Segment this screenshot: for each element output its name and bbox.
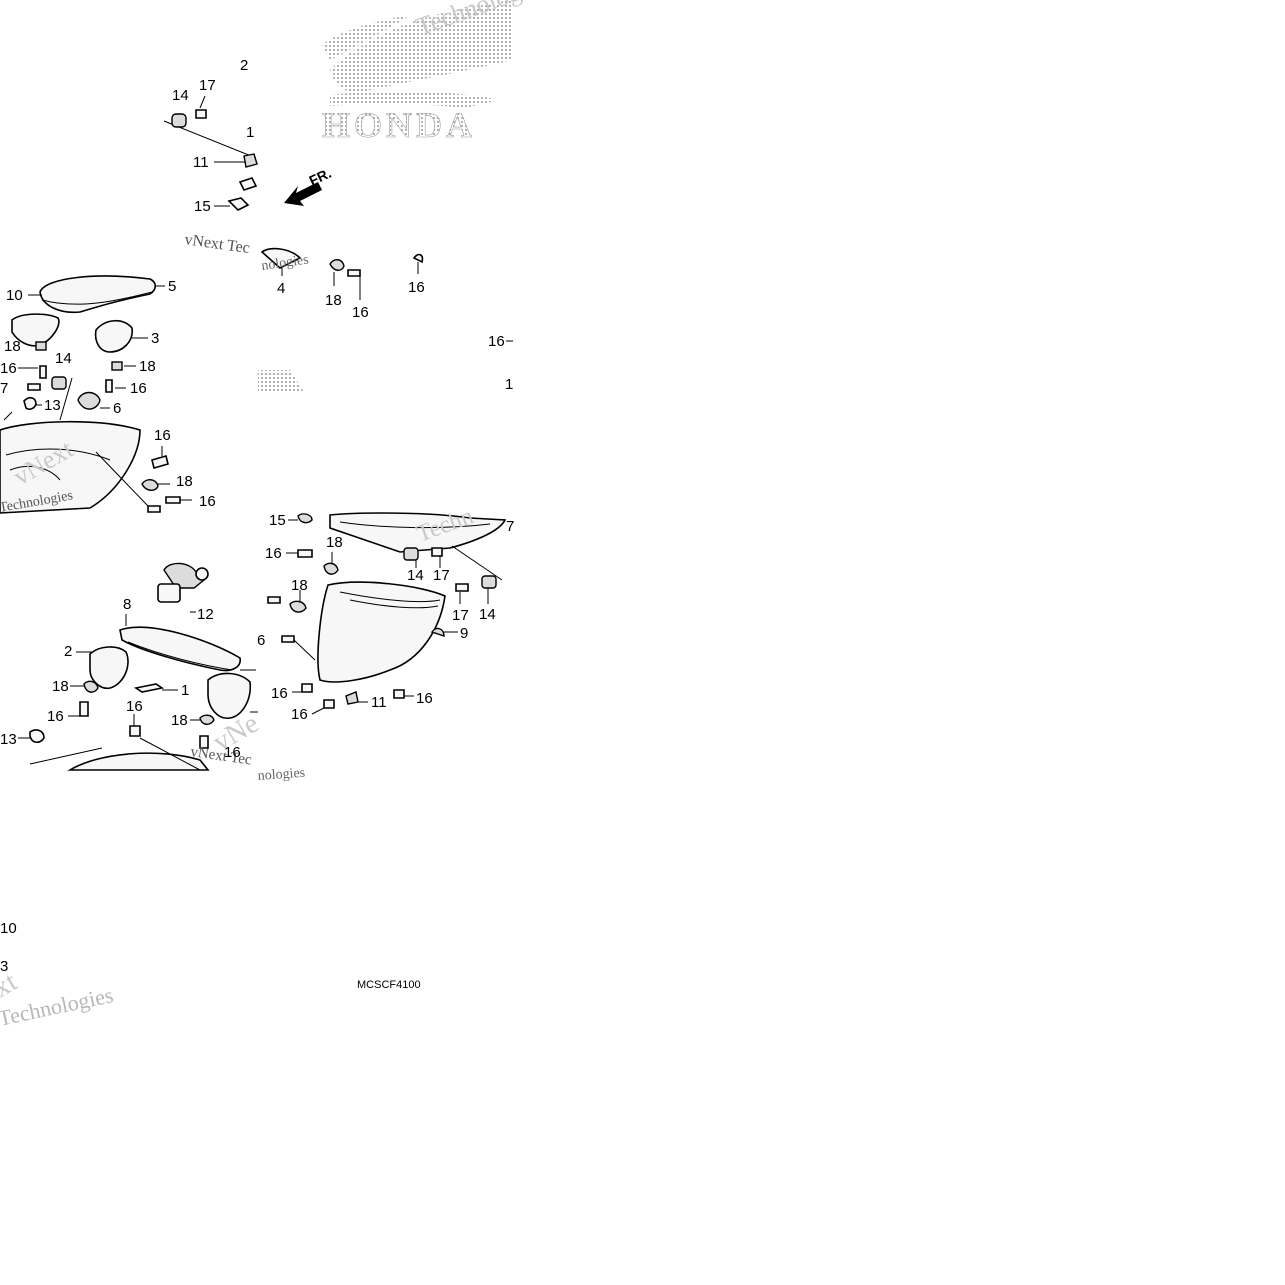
callout-3: 3 (0, 958, 8, 975)
callout-14: 14 (55, 350, 72, 367)
callout-15: 15 (194, 198, 211, 215)
callout-18: 18 (176, 473, 193, 490)
callout-18: 18 (171, 712, 188, 729)
callout-16: 16 (265, 545, 282, 562)
callout-11: 11 (371, 694, 387, 711)
callout-4: 4 (277, 280, 285, 297)
upper-right-fasteners (258, 247, 513, 392)
callout-13: 13 (44, 397, 61, 414)
seat-cover-assembly (0, 275, 192, 514)
callout-18: 18 (326, 534, 343, 551)
callout-16: 16 (408, 279, 425, 296)
callout-7: 7 (506, 518, 514, 535)
callout-16: 16 (126, 698, 143, 715)
callout-10: 10 (6, 287, 23, 304)
diagram-code: MCSCF4100 (357, 979, 421, 991)
callout-1: 1 (246, 124, 254, 141)
callout-16: 16 (271, 685, 288, 702)
callout-16: 16 (224, 744, 241, 761)
callout-2: 2 (240, 57, 248, 74)
callout-18: 18 (291, 577, 308, 594)
front-direction-marker: FR. (284, 165, 334, 206)
storage-box-assembly (267, 512, 507, 715)
callout-7: 7 (0, 380, 8, 397)
callout-18: 18 (325, 292, 342, 309)
callout-16: 16 (130, 380, 147, 397)
callout-14: 14 (172, 87, 189, 104)
honda-wing-logo: HONDA (322, 0, 513, 145)
watermark-text: nologies (257, 766, 305, 784)
front-direction-arrow-icon (284, 182, 322, 206)
callout-18: 18 (139, 358, 156, 375)
callout-9: 9 (460, 625, 468, 642)
callout-6: 6 (257, 632, 265, 649)
callout-1: 1 (181, 682, 189, 699)
callout-18: 18 (52, 678, 69, 695)
callout-16: 16 (416, 690, 433, 707)
callout-16: 16 (47, 708, 64, 725)
lower-seat-assembly (18, 562, 258, 771)
callout-8: 8 (123, 596, 131, 613)
callout-13: 13 (0, 731, 17, 748)
callout-16: 16 (0, 360, 17, 377)
honda-logo-text: HONDA (322, 105, 476, 145)
callout-10: 10 (0, 920, 17, 937)
callout-17: 17 (433, 567, 450, 584)
callout-16: 16 (199, 493, 216, 510)
callout-12: 12 (197, 606, 214, 623)
callout-17: 17 (452, 607, 469, 624)
callout-16: 16 (291, 706, 308, 723)
callout-3: 3 (151, 330, 159, 347)
callout-2: 2 (64, 643, 72, 660)
callout-15: 15 (269, 512, 286, 529)
callout-14: 14 (479, 606, 496, 623)
callout-17: 17 (199, 77, 216, 94)
callout-14: 14 (407, 567, 424, 584)
watermark-text: nologies (260, 253, 309, 274)
front-direction-label: FR. (307, 165, 334, 189)
callout-1: 1 (505, 376, 513, 393)
callout-11: 11 (193, 154, 209, 171)
callout-16: 16 (352, 304, 369, 321)
callout-5: 5 (168, 278, 176, 295)
callout-labels: 2 14 17 1 11 15 4 18 16 16 16 1 10 5 3 1… (0, 57, 514, 975)
top-fastener-group (163, 95, 258, 211)
callout-16: 16 (488, 333, 505, 350)
callout-18: 18 (4, 338, 21, 355)
watermark-text: vNext Tec (183, 231, 250, 257)
callout-16: 16 (154, 427, 171, 444)
callout-6: 6 (113, 400, 121, 417)
